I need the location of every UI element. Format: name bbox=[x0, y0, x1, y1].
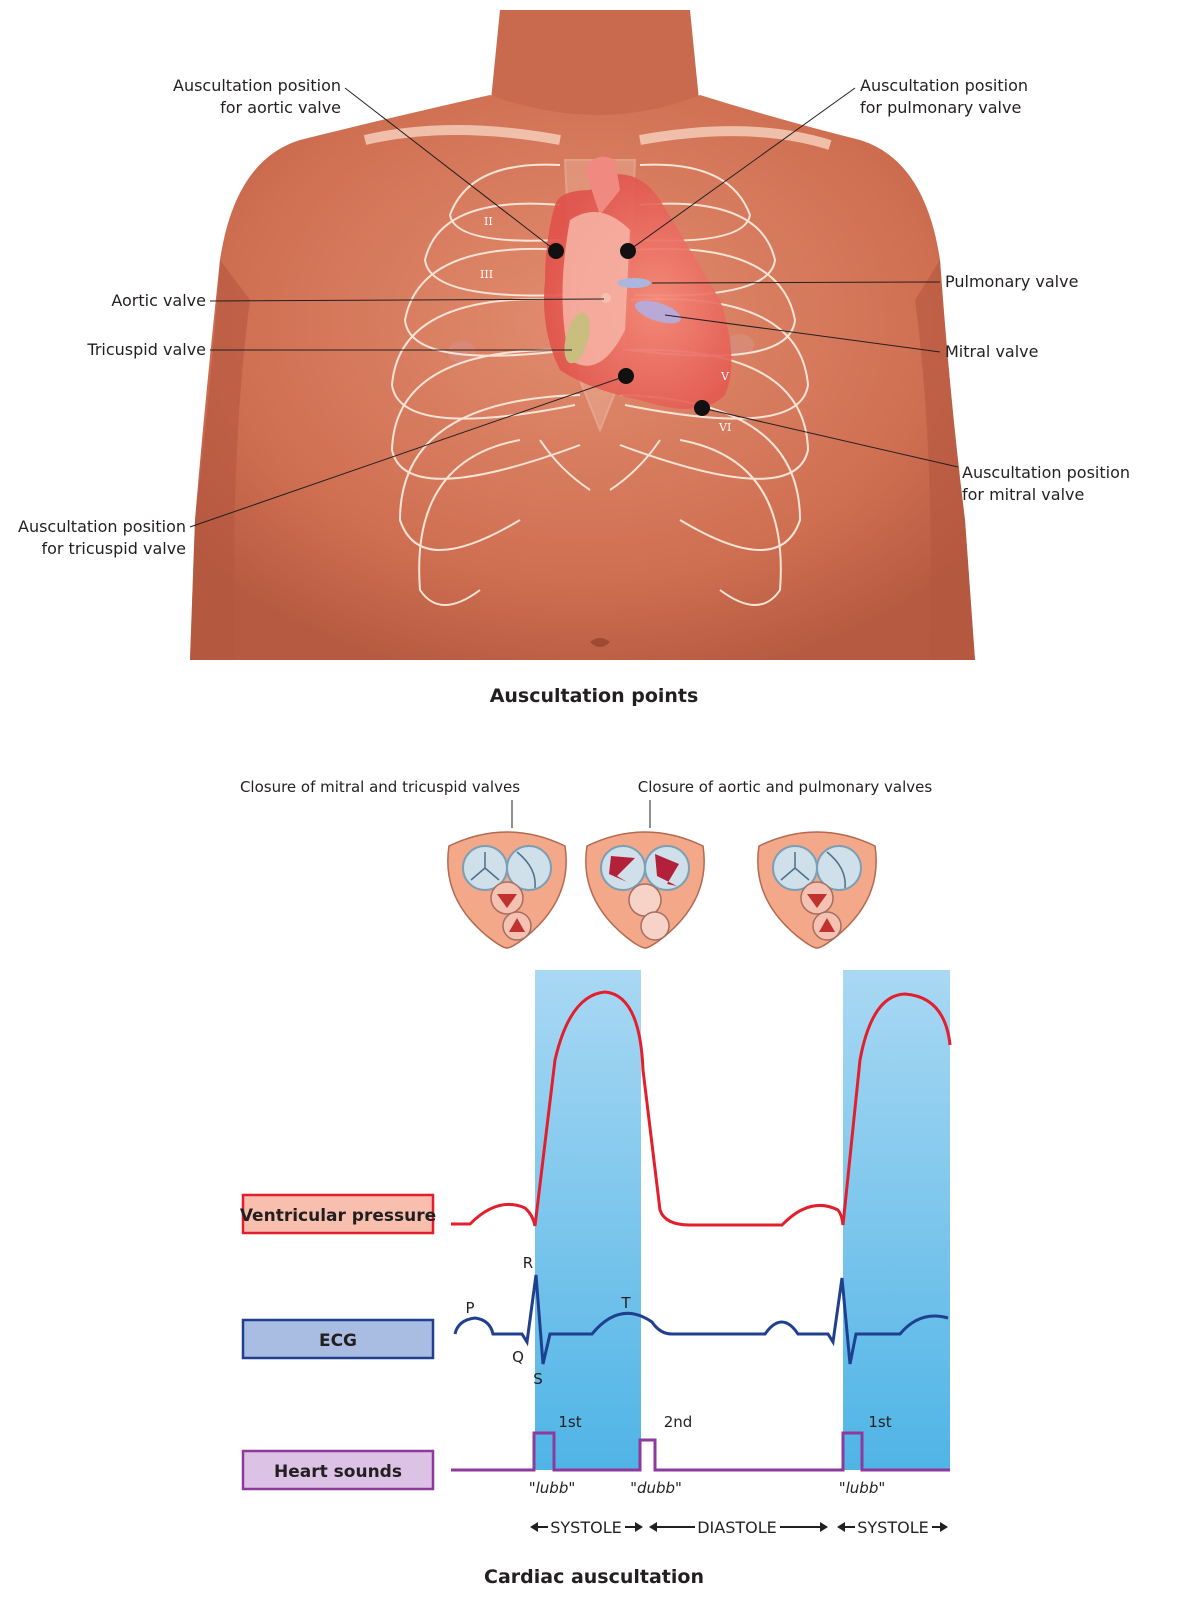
mitral-valve-shape bbox=[635, 300, 681, 324]
heart-sounds-trace bbox=[451, 1431, 950, 1472]
label-aortic-position-2: for aortic valve bbox=[220, 98, 341, 117]
sound-lubb: "lubb" bbox=[529, 1479, 576, 1497]
label-tricuspid-position-2: for tricuspid valve bbox=[41, 539, 186, 558]
valve-cross-section-3 bbox=[757, 831, 877, 949]
phase-diastole: DIASTOLE bbox=[697, 1518, 777, 1537]
label-aortic-valve: Aortic valve bbox=[111, 291, 206, 310]
label-closure-av: Closure of mitral and tricuspid valves bbox=[240, 778, 520, 796]
label-closure-sl: Closure of aortic and pulmonary valves bbox=[638, 778, 933, 796]
phase-systole-1: SYSTOLE bbox=[550, 1518, 621, 1537]
label-mitral-position-2: for mitral valve bbox=[962, 485, 1084, 504]
sound-first-repeat-label: 1st bbox=[868, 1413, 891, 1431]
right-nipple bbox=[448, 341, 476, 363]
label-pulmonary-position-2: for pulmonary valve bbox=[860, 98, 1021, 117]
ecg-legend: ECG bbox=[241, 1318, 435, 1360]
heart-sounds-label: Heart sounds bbox=[274, 1462, 402, 1482]
label-pulmonary-position-1: Auscultation position bbox=[860, 76, 1028, 95]
ecg-trace bbox=[453, 1274, 949, 1365]
valve-cross-section-2 bbox=[585, 831, 705, 949]
ventricular-pressure-label: Ventricular pressure bbox=[240, 1206, 436, 1226]
rib-numeral-ii: II bbox=[484, 215, 493, 228]
phase-arrows bbox=[530, 1522, 948, 1532]
label-mitral-valve: Mitral valve bbox=[945, 342, 1038, 361]
label-tricuspid-position-1: Auscultation position bbox=[18, 517, 186, 536]
ecg-wave-q: Q bbox=[512, 1348, 524, 1366]
heart-sounds-legend: Heart sounds bbox=[241, 1449, 435, 1491]
label-tricuspid-valve: Tricuspid valve bbox=[86, 340, 206, 359]
sound-first-label: 1st bbox=[558, 1413, 581, 1431]
label-pulmonary-valve: Pulmonary valve bbox=[945, 272, 1078, 291]
label-mitral-position-1: Auscultation position bbox=[962, 463, 1130, 482]
caption-auscultation-points: Auscultation points bbox=[490, 685, 699, 707]
pulmonary-auscultation-point bbox=[620, 243, 636, 259]
navel bbox=[590, 638, 610, 647]
tricuspid-valve-shape bbox=[564, 312, 590, 364]
mitral-auscultation-point bbox=[694, 400, 710, 416]
left-nipple bbox=[726, 334, 754, 356]
rib-numeral-vi: VI bbox=[718, 421, 731, 434]
label-aortic-position-1: Auscultation position bbox=[173, 76, 341, 95]
caption-cardiac-auscultation: Cardiac auscultation bbox=[484, 1566, 704, 1588]
ecg-label: ECG bbox=[319, 1331, 357, 1351]
ventricular-pressure-trace bbox=[451, 990, 952, 1227]
systole-band-2 bbox=[843, 970, 950, 1470]
leader-lines bbox=[189, 87, 959, 528]
phase-systole-2: SYSTOLE bbox=[857, 1518, 928, 1537]
ecg-wave-s: S bbox=[533, 1370, 543, 1388]
ecg-wave-p: P bbox=[465, 1299, 474, 1317]
ventricular-pressure-legend: Ventricular pressure bbox=[240, 1193, 436, 1235]
pulmonary-valve-shape bbox=[617, 278, 651, 288]
sound-second-label: 2nd bbox=[664, 1413, 693, 1431]
rib-numeral-iii: III bbox=[480, 268, 493, 281]
sound-lubb-repeat: "lubb" bbox=[839, 1479, 886, 1497]
tricuspid-auscultation-point bbox=[618, 368, 634, 384]
heart-illustration bbox=[544, 156, 732, 409]
aortic-valve-shape bbox=[601, 293, 611, 303]
sound-dubb: "dubb" bbox=[630, 1479, 682, 1497]
systole-band-1 bbox=[535, 970, 641, 1470]
ecg-wave-r: R bbox=[523, 1254, 533, 1272]
rib-numeral-v: V bbox=[720, 370, 730, 383]
ecg-wave-t: T bbox=[620, 1294, 631, 1312]
aortic-auscultation-point bbox=[548, 243, 564, 259]
valve-cross-section-1 bbox=[447, 831, 567, 949]
